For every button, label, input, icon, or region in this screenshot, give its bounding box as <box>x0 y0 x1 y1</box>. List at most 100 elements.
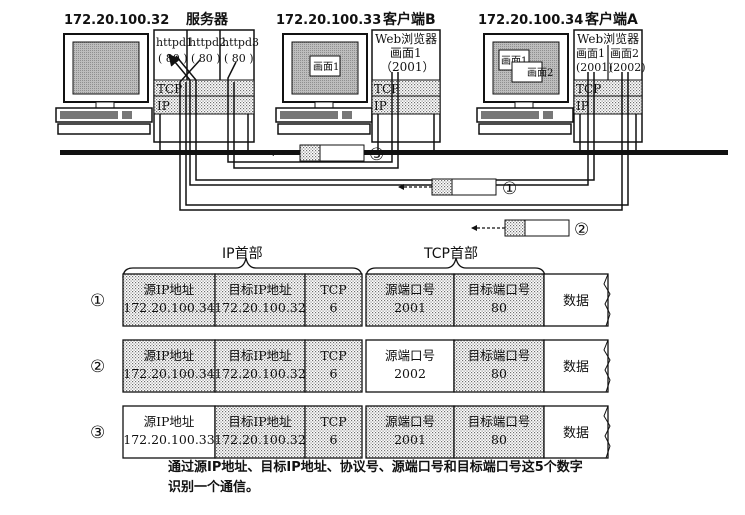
client-a-title: 客户端A <box>584 11 638 28</box>
header-table: ①源IP地址172.20.100.34目标IP地址172.20.100.32TC… <box>90 273 611 459</box>
tcp-header-label: TCP首部 <box>423 246 478 262</box>
proto-value: 6 <box>330 432 338 447</box>
src-ip-value: 172.20.100.33 <box>123 432 214 447</box>
packet-2: ② <box>471 219 589 240</box>
table-row: ①源IP地址172.20.100.34目标IP地址172.20.100.32TC… <box>90 273 611 327</box>
cell-src-port <box>365 339 455 393</box>
dst-ip-value: 172.20.100.32 <box>214 432 305 447</box>
ip-header-brace: IP首部 <box>122 246 363 279</box>
cell-dst-port <box>453 405 545 459</box>
src-port-label: 源端口号 <box>385 282 435 297</box>
server-computer-icon <box>55 33 153 135</box>
dst-port-label: 目标端口号 <box>468 414 531 429</box>
client-b-ip-label: 172.20.100.33 <box>276 13 381 28</box>
cell-src-ip <box>122 273 216 327</box>
cell-proto <box>304 405 363 459</box>
src-port-label: 源端口号 <box>385 348 435 363</box>
proto-label: TCP <box>320 282 346 297</box>
caption-line-2: 识别一个通信。 <box>168 480 260 495</box>
torn-edge <box>603 273 611 327</box>
data-label: 数据 <box>563 426 589 441</box>
src-port-label: 源端口号 <box>385 414 435 429</box>
cell-dst-port <box>453 273 545 327</box>
client-b-tcp-label: TCP <box>374 82 399 96</box>
src-port-value: 2002 <box>394 366 426 381</box>
client-b-ip-layer-label: IP <box>374 99 387 113</box>
dst-port-label: 目标端口号 <box>468 348 531 363</box>
dst-ip-label: 目标IP地址 <box>228 348 292 363</box>
data-label: 数据 <box>563 360 589 375</box>
packet-3-marker: ③ <box>369 145 384 165</box>
server-protocol-stack: httpd1 httpd2 httpd3 ( 80 ) ( 80 ) ( 80 … <box>153 29 259 150</box>
data-label: 数据 <box>563 294 589 309</box>
caption: 通过源IP地址、目标IP地址、协议号、源端口号和目标端口号这5个数字 识别一个通… <box>168 458 688 498</box>
dst-port-value: 80 <box>491 300 507 315</box>
row-marker: ② <box>90 357 105 377</box>
client-a-protocol-stack: Web浏览器 画面1 画面2 (2001) (2002) TCP IP <box>573 29 646 150</box>
client-b-port-label: （2001） <box>380 60 435 74</box>
packet-1-marker: ① <box>502 179 517 199</box>
table-row: ② 源IP地址 172.20.100.34 目标IP地址 172.20.100.32 TC… <box>90 339 611 393</box>
client-a-screen1-label: 画面1 <box>576 47 605 60</box>
proto-value: 6 <box>330 366 338 381</box>
dst-ip-value: 172.20.100.32 <box>214 366 305 381</box>
cell-src-port <box>365 405 455 459</box>
cell-dst-port <box>453 339 545 393</box>
client-a-ip-label: 172.20.100.34 <box>478 13 583 28</box>
dst-port-value: 80 <box>491 366 507 381</box>
cell-src-ip <box>122 339 216 393</box>
client-b-window-label: 画面1 <box>313 62 339 73</box>
ip-header-label: IP首部 <box>222 246 263 262</box>
tcp-header-brace: TCP首部 <box>365 246 546 279</box>
client-a-computer-icon: 画面1 画面2 <box>476 33 574 135</box>
row-marker: ③ <box>90 423 105 443</box>
client-a-app-label: Web浏览器 <box>577 31 639 46</box>
client-b-computer-icon: 画面1 <box>275 33 373 135</box>
server-tcp-label: TCP <box>157 82 182 96</box>
client-a-window2-label: 画面2 <box>527 68 553 79</box>
cell-src-port <box>365 273 455 327</box>
src-ip-label: 源IP地址 <box>144 282 195 297</box>
client-a-ip-layer-label: IP <box>576 99 589 113</box>
src-port-value: 2001 <box>394 432 426 447</box>
dst-ip-label: 目标IP地址 <box>228 282 292 297</box>
cell-dst-ip <box>214 405 306 459</box>
client-a-screen2-label: 画面2 <box>610 47 639 60</box>
client-b-protocol-stack: Web浏览器 画面1 （2001） TCP IP <box>371 29 441 150</box>
connection-lines <box>168 53 629 211</box>
cell-data <box>543 405 609 459</box>
cell-dst-ip <box>214 339 306 393</box>
dst-port-label: 目标端口号 <box>468 282 531 297</box>
proto-label: TCP <box>320 414 346 429</box>
src-ip-label: 源IP地址 <box>144 414 195 429</box>
server-ip-layer-label: IP <box>157 99 170 113</box>
cell-proto <box>304 339 363 393</box>
row-marker: ① <box>90 291 105 311</box>
dst-ip-value: 172.20.100.32 <box>214 300 305 315</box>
client-b-title: 客户端B <box>382 11 436 28</box>
src-ip-value: 172.20.100.34 <box>123 366 214 381</box>
proto-value: 6 <box>330 300 338 315</box>
server-proc-2: httpd2 <box>189 36 226 49</box>
torn-edge <box>603 405 611 459</box>
server-proc-3: httpd3 <box>222 36 259 49</box>
src-port-value: 2001 <box>394 300 426 315</box>
client-a-port2-label: (2002) <box>609 61 646 74</box>
server-ip-label: 172.20.100.32 <box>64 13 169 28</box>
packet-1: ① <box>398 178 517 199</box>
server-port-3: ( 80 ) <box>224 52 254 65</box>
server-title: 服务器 <box>186 11 229 28</box>
network-bus <box>60 150 728 155</box>
table-row: ③ 源IP地址 172.20.100.33 目标IP地址 172.20.100.32 TC… <box>90 405 611 459</box>
dst-ip-label: 目标IP地址 <box>228 414 292 429</box>
proto-label: TCP <box>320 348 346 363</box>
client-a-port1-label: (2001) <box>576 61 613 74</box>
cell-data <box>543 339 609 393</box>
packet-2-marker: ② <box>574 220 589 240</box>
dst-port-value: 80 <box>491 432 507 447</box>
client-b-screen-label: 画面1 <box>390 46 422 60</box>
cell-data <box>543 273 609 327</box>
server-port-2: ( 80 ) <box>191 52 221 65</box>
src-ip-label: 源IP地址 <box>144 348 195 363</box>
